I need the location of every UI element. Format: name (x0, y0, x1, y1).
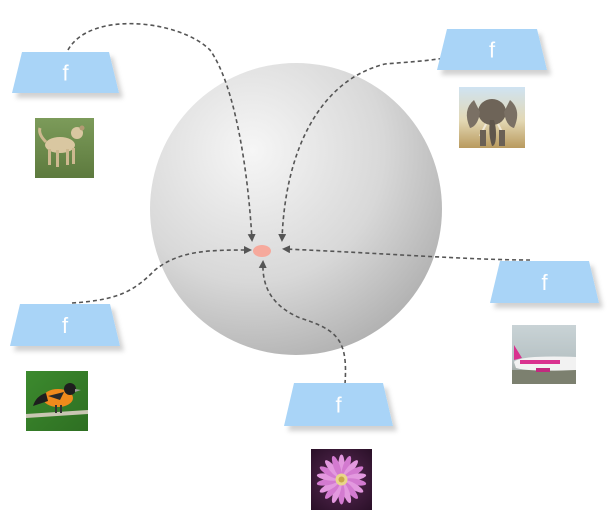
encoder-shape (12, 52, 119, 93)
encoder-elephant: f (437, 29, 547, 70)
arrow-elephant (278, 29, 488, 242)
encoder-label: f (62, 61, 69, 86)
encoders: f f f f f (10, 29, 599, 426)
encoder-flower: f (284, 383, 393, 426)
flower-petal (331, 455, 342, 477)
encoder-label: f (62, 313, 69, 338)
encoder-airplane: f (490, 261, 599, 303)
encoder-label: f (335, 393, 342, 418)
encoder-label: f (541, 270, 548, 295)
encoder-shape (284, 383, 393, 426)
encoder-shape (490, 261, 599, 303)
flower-petal (343, 481, 358, 499)
flower-petal (343, 480, 364, 493)
arrows (67, 22, 531, 385)
flower-petal (343, 460, 358, 478)
oriole-bird-photo (26, 371, 88, 431)
dog-photo (35, 118, 94, 178)
elephant-photo (459, 87, 525, 148)
flower-petal (325, 481, 340, 499)
flower-petal (319, 466, 340, 479)
arrow-dog (67, 22, 256, 242)
encoder-label: f (489, 38, 496, 63)
encoder-bird: f (10, 304, 120, 346)
airplane-photo (512, 325, 576, 384)
embedding-sphere (150, 63, 442, 355)
arrow-bird (71, 246, 252, 304)
arrow-flower (258, 260, 347, 385)
encoder-shape (437, 29, 547, 70)
encoder-dog: f (12, 52, 119, 93)
pink-daisy-photo (311, 449, 372, 510)
flower-petal (341, 455, 352, 477)
flower-petal (331, 482, 342, 504)
encoder-shape (10, 304, 120, 346)
target-point (253, 245, 271, 257)
arrow-airplane (282, 245, 531, 261)
flower-petal (325, 460, 340, 478)
